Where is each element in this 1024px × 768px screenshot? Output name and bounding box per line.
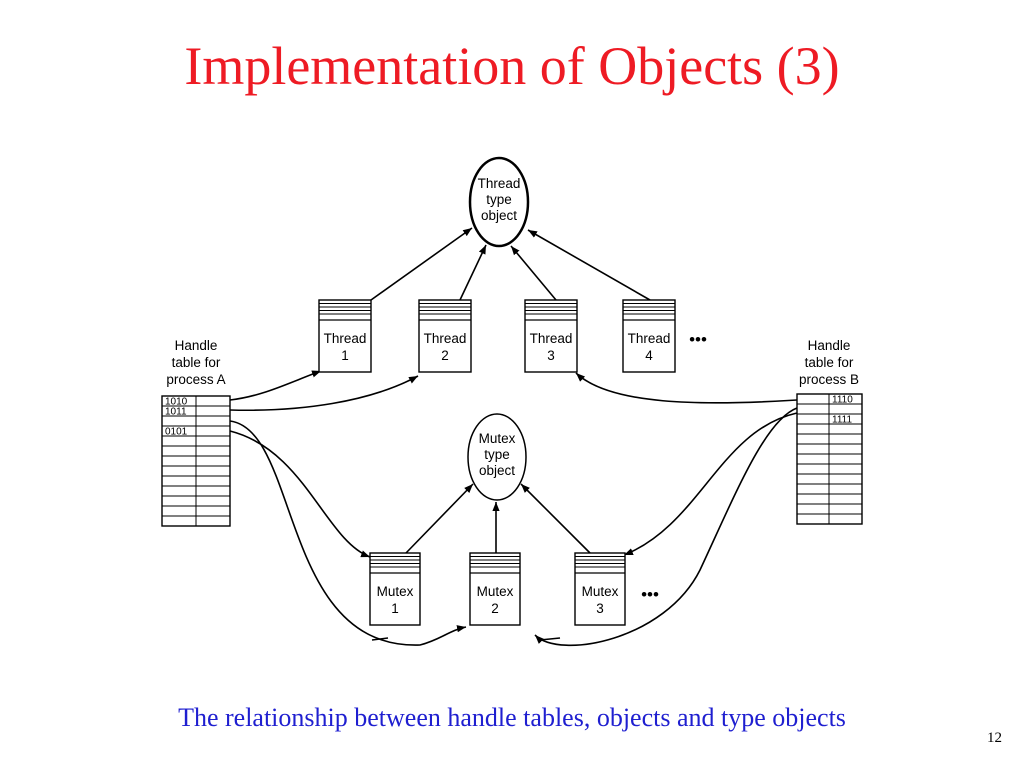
thread1-to-type-arrow	[370, 227, 473, 301]
handle-a-to-mutex2-arrow	[229, 420, 467, 646]
thread-object-3-label: Thread	[530, 331, 573, 346]
thread-object-2	[418, 299, 472, 373]
mutex1-to-type-arrow	[405, 483, 474, 554]
handle-table-process-a-label-2: table for	[172, 355, 221, 370]
thread-object-1	[318, 299, 372, 373]
handle-a-1010-to-thread1-arrow	[229, 370, 322, 401]
thread-object-2-label: Thread	[424, 331, 467, 346]
thread2-to-type-arrow	[459, 244, 487, 301]
mutex-object-1-box	[369, 552, 421, 626]
mutex-type-object-label-3: object	[479, 463, 515, 478]
page-number: 12	[987, 730, 1002, 746]
handle-table-process-a-label-1: Handle	[175, 338, 218, 353]
connector-stub-right	[539, 637, 561, 641]
mutex-object-3-number: 3	[596, 601, 604, 616]
mutex-ellipsis: •••	[641, 585, 659, 604]
thread-type-object-label-2: type	[486, 192, 512, 207]
mutex-object-3-box	[574, 552, 626, 626]
handle-table-process-a-entry: 0101	[165, 427, 188, 438]
thread-object-4-box	[622, 299, 676, 373]
mutex3-to-type-arrow	[520, 483, 591, 554]
thread-type-object-shape	[468, 156, 530, 248]
thread-object-2-number: 2	[441, 348, 449, 363]
mutex-type-object	[467, 413, 527, 501]
mutex-object-2-number: 2	[491, 601, 499, 616]
handle-table-process-a-entry: 1010	[165, 397, 188, 408]
thread-object-3-number: 3	[547, 348, 555, 363]
mutex-object-2-box	[469, 552, 521, 626]
thread-type-object	[468, 156, 530, 248]
mutex-object-2	[469, 552, 521, 626]
thread4-to-type-arrow	[527, 229, 651, 301]
thread-ellipsis: •••	[689, 330, 707, 349]
mutex-type-object-label-1: Mutex	[479, 431, 516, 446]
handle-table-process-b	[796, 393, 863, 525]
handle-table-process-b-entry: 1111	[832, 415, 852, 426]
slide-title: Implementation of Objects (3)	[184, 36, 840, 96]
mutex-object-2-label: Mutex	[477, 584, 514, 599]
handle-table-process-b-label-2: table for	[805, 355, 854, 370]
mutex-object-1-number: 1	[391, 601, 399, 616]
handle-table-process-a-label-3: process A	[166, 372, 225, 387]
thread-object-2-box	[418, 299, 472, 373]
thread-object-1-number: 1	[341, 348, 349, 363]
thread-type-object-label-1: Thread	[478, 176, 521, 191]
handle-a-1011-to-thread2-arrow	[229, 375, 419, 412]
handle-b-to-mutex2-arrow	[534, 407, 798, 647]
thread-object-4-number: 4	[645, 348, 653, 363]
thread-object-3	[524, 299, 578, 373]
handle-b-1110-to-thread3-arrow	[575, 372, 798, 404]
handle-table-process-b-entry: 1110	[832, 395, 853, 406]
handle-table-process-b-label-1: Handle	[808, 338, 851, 353]
mutex-object-1-label: Mutex	[377, 584, 414, 599]
thread-object-4-label: Thread	[628, 331, 671, 346]
mutex-object-3	[574, 552, 626, 626]
handle-b-1111-to-mutex3-arrow	[623, 412, 798, 556]
mutex-type-object-label-2: type	[484, 447, 510, 462]
thread3-to-type-arrow	[510, 245, 557, 301]
handle-a-0101-to-mutex1-arrow	[229, 430, 371, 558]
thread-object-1-label: Thread	[324, 331, 367, 346]
mutex-object-3-label: Mutex	[582, 584, 619, 599]
mutex-object-1	[369, 552, 421, 626]
mutex-type-object-shape	[467, 413, 527, 501]
thread-object-1-box	[318, 299, 372, 373]
slide-caption: The relationship between handle tables, …	[178, 703, 846, 732]
handle-table-process-b-label-3: process B	[799, 372, 859, 387]
thread-object-3-box	[524, 299, 578, 373]
thread-type-object-label-3: object	[481, 208, 517, 223]
connector-stub-left	[371, 637, 389, 641]
thread-object-4	[622, 299, 676, 373]
handle-table-process-a	[161, 395, 231, 527]
handle-table-process-a-entry: 1011	[165, 407, 187, 418]
